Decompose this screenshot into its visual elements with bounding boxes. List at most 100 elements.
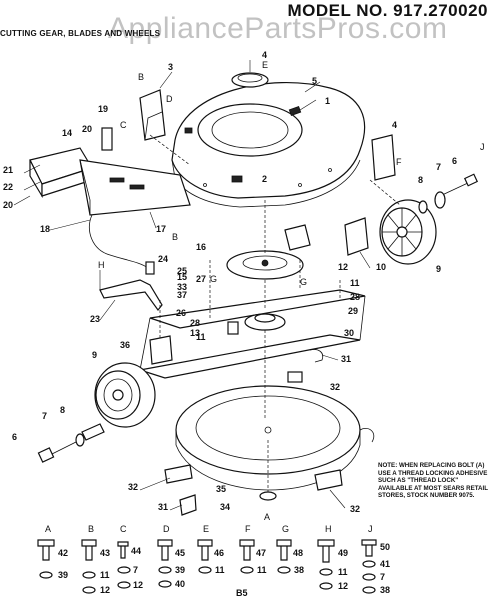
height-adjuster-lever bbox=[99, 270, 163, 311]
clip bbox=[309, 349, 324, 363]
hardware-part: 49 bbox=[338, 548, 348, 558]
callout: 27 bbox=[196, 274, 206, 284]
callout: 18 bbox=[40, 224, 50, 234]
callout: 6 bbox=[12, 432, 17, 442]
hardware-letter: J bbox=[368, 524, 373, 534]
callout: 24 bbox=[158, 254, 168, 264]
lower-clip-right bbox=[359, 427, 375, 443]
hardware-part: 7 bbox=[380, 572, 385, 582]
callout: 20 bbox=[3, 200, 13, 210]
cable bbox=[88, 214, 149, 269]
callout: C bbox=[120, 120, 127, 130]
callout: 11 bbox=[196, 332, 206, 342]
rear-left-wheel bbox=[94, 362, 156, 428]
callout: 22 bbox=[3, 182, 13, 192]
hardware-part: 12 bbox=[338, 581, 348, 591]
discharge-deflector bbox=[231, 60, 269, 88]
hardware-part: 42 bbox=[58, 548, 68, 558]
callout: 8 bbox=[418, 175, 423, 185]
callout: 28 bbox=[190, 318, 200, 328]
callout: 29 bbox=[348, 306, 358, 316]
hardware-letter: F bbox=[245, 524, 251, 534]
assembly-lines bbox=[149, 134, 401, 492]
hardware-part: 41 bbox=[380, 559, 390, 569]
callout: 9 bbox=[92, 350, 97, 360]
callout: 4 bbox=[262, 50, 267, 60]
hardware-part: 38 bbox=[294, 565, 304, 575]
hardware-letter: D bbox=[163, 524, 170, 534]
hardware-letter: E bbox=[203, 524, 209, 534]
lower-bracket-right bbox=[314, 469, 343, 491]
callout: G bbox=[210, 274, 217, 284]
callout: 15 bbox=[177, 272, 187, 282]
hardware-part: 38 bbox=[380, 585, 390, 595]
hardware-part: 46 bbox=[214, 548, 224, 558]
hardware-legend: A 42 39 B 43 11 12 C 44 7 12 D 45 39 40 … bbox=[37, 524, 390, 595]
callout: 6 bbox=[452, 156, 457, 166]
pawl-bracket bbox=[149, 335, 173, 365]
callout: 23 bbox=[90, 314, 100, 324]
callout: 31 bbox=[341, 354, 351, 364]
small-bracket bbox=[101, 127, 113, 151]
callout: B bbox=[138, 72, 144, 82]
mower-blade bbox=[139, 289, 366, 379]
callout: 33 bbox=[177, 282, 187, 292]
callout: 14 bbox=[62, 128, 72, 138]
callout: 34 bbox=[220, 502, 230, 512]
callout: E bbox=[262, 60, 268, 70]
hardware-part: 7 bbox=[133, 565, 138, 575]
hardware-part: 11 bbox=[338, 567, 348, 577]
callout: 10 bbox=[376, 262, 386, 272]
callout: 12 bbox=[338, 262, 348, 272]
left-axle-bolt bbox=[37, 423, 105, 463]
callout: 11 bbox=[350, 278, 360, 288]
page-title: MODEL NO. 917.270020 bbox=[287, 1, 488, 20]
hardware-part: 39 bbox=[58, 570, 68, 580]
page-number: B5 bbox=[236, 588, 248, 598]
callout: J bbox=[480, 142, 485, 152]
callout-labels: 1 2 3 4 4 5 6 6 7 7 8 8 9 9 10 11 11 12 … bbox=[3, 50, 485, 522]
callout: 35 bbox=[216, 484, 226, 494]
hardware-part: 11 bbox=[215, 565, 225, 575]
callout: 28 bbox=[350, 292, 360, 302]
callout: B bbox=[172, 232, 178, 242]
hardware-letter: G bbox=[282, 524, 289, 534]
callout: 3 bbox=[168, 62, 173, 72]
callout: 30 bbox=[344, 328, 354, 338]
callout: 5 bbox=[312, 76, 317, 86]
right-bracket bbox=[371, 134, 396, 181]
hardware-part: 45 bbox=[175, 548, 185, 558]
blade-adapter bbox=[226, 250, 304, 280]
callout: 2 bbox=[262, 174, 267, 184]
hardware-part: 11 bbox=[257, 565, 267, 575]
callout: 9 bbox=[436, 264, 441, 274]
hardware-part: 47 bbox=[256, 548, 266, 558]
callout: 20 bbox=[82, 124, 92, 134]
callout: 7 bbox=[436, 162, 441, 172]
callout: 32 bbox=[350, 504, 360, 514]
bracket-32 bbox=[287, 371, 303, 383]
cable-connector bbox=[145, 261, 155, 275]
callout: 31 bbox=[158, 502, 168, 512]
hinge-bracket bbox=[344, 217, 369, 256]
callout: 37 bbox=[177, 290, 187, 300]
callout: D bbox=[166, 94, 173, 104]
hardware-part: 40 bbox=[175, 579, 185, 589]
callout: 19 bbox=[98, 104, 108, 114]
hardware-part: 44 bbox=[131, 546, 141, 556]
callout: 36 bbox=[120, 340, 130, 350]
callout: 7 bbox=[42, 411, 47, 421]
hardware-letter: C bbox=[120, 524, 127, 534]
callout: 32 bbox=[330, 382, 340, 392]
callout: 16 bbox=[196, 242, 206, 252]
callout: F bbox=[396, 157, 402, 167]
leader-lines bbox=[13, 71, 371, 511]
hardware-letter: A bbox=[45, 524, 51, 534]
hardware-part: 12 bbox=[100, 585, 110, 595]
callout: 26 bbox=[176, 308, 186, 318]
callout: H bbox=[98, 260, 105, 270]
blade-adapter-assembly bbox=[227, 313, 286, 335]
callout: 4 bbox=[392, 120, 397, 130]
callout: 1 bbox=[325, 96, 330, 106]
